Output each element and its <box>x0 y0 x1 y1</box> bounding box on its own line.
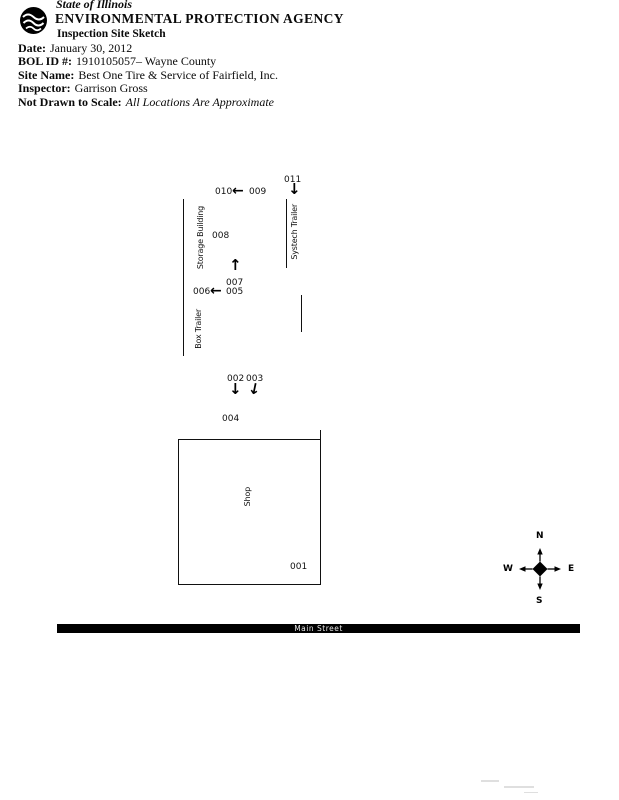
arrow-left-icon: ← <box>232 183 244 199</box>
compass-north-label: N <box>536 531 544 541</box>
point-label-001: 001 <box>290 562 308 572</box>
shop-building-outline <box>178 439 321 585</box>
scan-artifact <box>504 786 534 788</box>
arrow-down-icon: ↓ <box>288 180 301 198</box>
compass-west-label: W <box>503 564 513 574</box>
box-trailer-label: Box Trailer <box>194 309 203 349</box>
point-label-005: 005 <box>226 287 244 297</box>
field-site-name-value: Best One Tire & Service of Fairfield, In… <box>78 68 278 82</box>
point-label-002: 002 <box>227 374 245 384</box>
scan-artifact <box>481 780 499 782</box>
shop-label: Shop <box>243 487 252 507</box>
document-title: Inspection Site Sketch <box>57 28 166 40</box>
shop-wall-stub-line <box>320 430 321 440</box>
point-label-009: 009 <box>249 187 267 197</box>
field-site-name: Site Name:Best One Tire & Service of Fai… <box>18 68 278 83</box>
trailer-wall-line <box>301 295 302 332</box>
arrow-down-icon: ↓ <box>229 380 242 398</box>
field-inspector-value: Garrison Gross <box>74 81 148 95</box>
point-label-004: 004 <box>222 414 240 424</box>
arrow-left-icon: ← <box>210 283 222 299</box>
field-date-value: January 30, 2012 <box>49 41 133 55</box>
point-label-010: 010 <box>215 187 233 197</box>
main-street-bar: Main Street <box>57 624 580 633</box>
agency-title: ENVIRONMENTAL PROTECTION AGENCY <box>55 11 344 26</box>
compass-rose: N S W E <box>502 531 578 609</box>
systech-trailer-label: Systech Trailer <box>290 204 299 260</box>
state-of-illinois-line: State of Illinois <box>56 0 133 11</box>
field-not-drawn-label: Not Drawn to Scale: <box>18 95 122 109</box>
arrow-up-icon: ↑ <box>229 256 242 274</box>
point-label-011: 011 <box>284 175 302 185</box>
compass-south-label: S <box>536 596 543 606</box>
systech-trailer-wall-line <box>286 199 287 268</box>
storage-building-label: Storage Building <box>196 206 205 270</box>
field-date: Date:January 30, 2012 <box>18 41 132 56</box>
field-not-drawn-to-scale: Not Drawn to Scale:All Locations Are App… <box>18 95 274 110</box>
point-label-007: 007 <box>226 278 244 288</box>
field-inspector-label: Inspector: <box>18 81 71 95</box>
arrow-down-icon: ↓ <box>246 378 263 400</box>
field-bol-id: BOL ID #:1910105057– Wayne County <box>18 54 216 69</box>
point-label-006: 006 <box>193 287 211 297</box>
field-bol-id-label: BOL ID #: <box>18 54 73 68</box>
storage-building-wall-line <box>183 199 184 356</box>
field-bol-id-value: 1910105057– Wayne County <box>76 54 217 68</box>
field-date-label: Date: <box>18 41 46 55</box>
compass-east-label: E <box>568 564 575 574</box>
field-site-name-label: Site Name: <box>18 68 75 82</box>
main-street-label: Main Street <box>294 624 343 633</box>
field-not-drawn-value: All Locations Are Approximate <box>125 95 274 109</box>
illinois-epa-logo-icon <box>19 6 48 35</box>
compass-star-icon <box>519 548 561 590</box>
point-label-003: 003 <box>246 374 264 384</box>
field-inspector: Inspector:Garrison Gross <box>18 81 148 96</box>
point-label-008: 008 <box>212 231 230 241</box>
scan-artifact <box>524 792 538 793</box>
